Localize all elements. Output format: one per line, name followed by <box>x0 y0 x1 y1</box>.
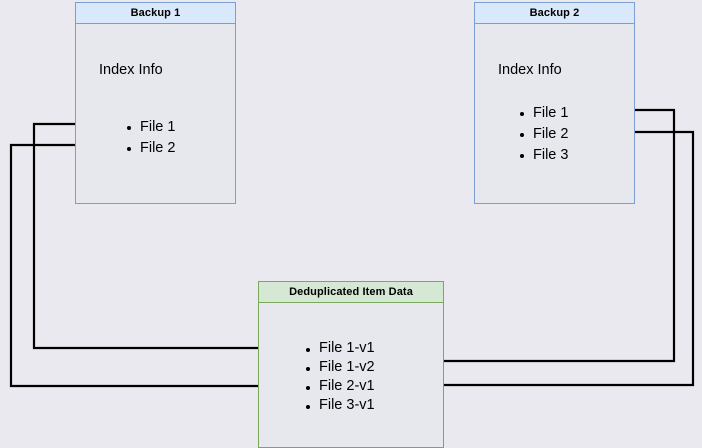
node-backup-1[interactable]: Backup 1 Index Info File 1 File 2 <box>75 2 236 204</box>
node-backup-2-file-list: File 1 File 2 File 3 <box>519 103 568 166</box>
node-backup-2-title: Backup 2 <box>475 3 634 24</box>
list-item[interactable]: File 1-v2 <box>305 358 375 377</box>
node-backup-2-body: Index Info File 1 File 2 File 3 <box>475 24 634 203</box>
node-backup-1-body: Index Info File 1 File 2 <box>76 24 235 203</box>
list-item[interactable]: File 3 <box>519 145 568 166</box>
node-dedup-body: File 1-v1 File 1-v2 File 2-v1 File 3-v1 <box>259 303 443 447</box>
node-dedup-title: Deduplicated Item Data <box>259 282 443 303</box>
list-item[interactable]: File 1 <box>519 103 568 124</box>
node-backup-2-caption: Index Info <box>498 62 562 78</box>
node-backup-1-caption: Index Info <box>99 62 163 78</box>
node-backup-1-file-list: File 1 File 2 <box>126 117 175 159</box>
list-item[interactable]: File 3-v1 <box>305 396 375 415</box>
node-backup-2[interactable]: Backup 2 Index Info File 1 File 2 File 3 <box>474 2 635 204</box>
node-dedup-file-list: File 1-v1 File 1-v2 File 2-v1 File 3-v1 <box>305 339 375 415</box>
list-item[interactable]: File 1-v1 <box>305 339 375 358</box>
list-item[interactable]: File 2 <box>126 138 175 159</box>
list-item[interactable]: File 2-v1 <box>305 377 375 396</box>
node-deduplicated-item-data[interactable]: Deduplicated Item Data File 1-v1 File 1-… <box>258 281 444 448</box>
node-backup-1-title: Backup 1 <box>76 3 235 24</box>
list-item[interactable]: File 1 <box>126 117 175 138</box>
list-item[interactable]: File 2 <box>519 124 568 145</box>
